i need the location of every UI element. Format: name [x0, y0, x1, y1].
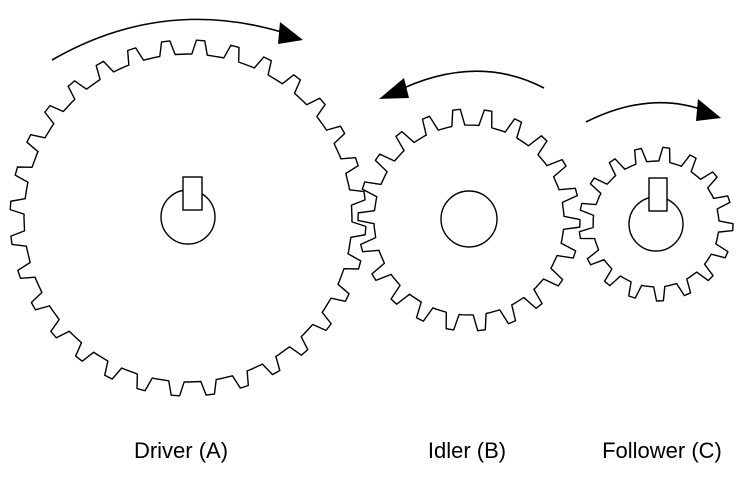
follower-rotation-arrow — [585, 99, 721, 123]
follower-gear-keyway — [648, 177, 668, 212]
follower-rotation-arc — [585, 101, 707, 123]
idler-rotation-arc — [392, 70, 545, 94]
follower-label: Follower (C) — [602, 438, 722, 463]
idler-rotation-arrow — [379, 70, 545, 99]
idler-label: Idler (B) — [428, 438, 506, 463]
driver-label: Driver (A) — [134, 438, 228, 463]
driver-rotation-arc — [51, 18, 289, 61]
idler-arrowhead-icon — [379, 78, 409, 99]
driver-gear-keyway — [182, 176, 203, 211]
follower-gear — [578, 146, 734, 302]
idler-gear — [357, 108, 581, 332]
driver-arrowhead-icon — [278, 22, 303, 44]
follower-arrowhead-icon — [696, 99, 721, 121]
driver-rotation-arrow — [51, 18, 303, 61]
idler-gear-hub — [440, 190, 498, 248]
driver-gear — [9, 39, 367, 397]
